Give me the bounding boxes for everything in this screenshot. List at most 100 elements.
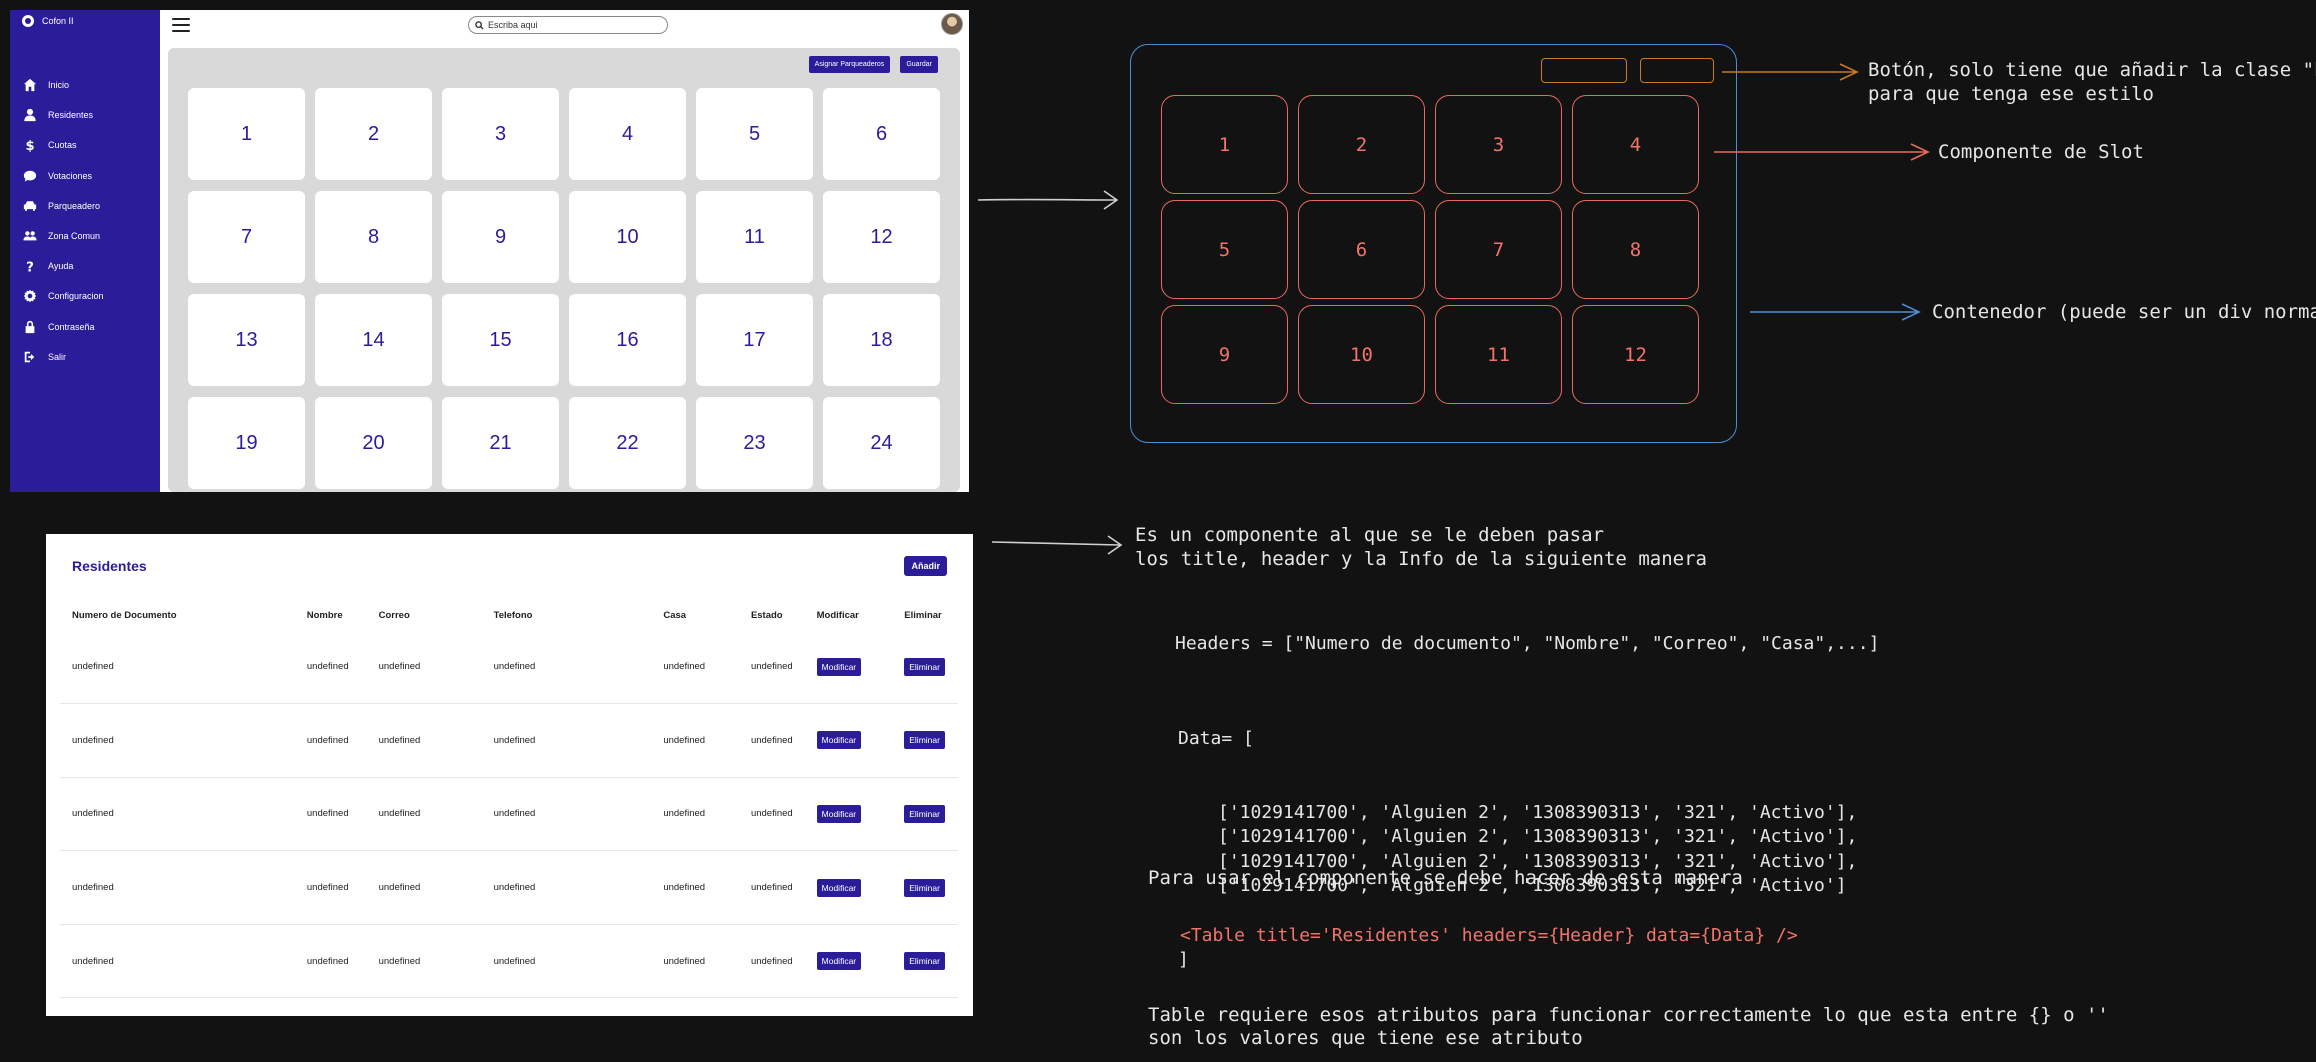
table-cell: undefined — [366, 703, 482, 778]
data-code: Data= [ ['1029141700', 'Alguien 2', '130… — [1178, 678, 1857, 997]
data-row-line: ['1029141700', 'Alguien 2', '1308390313'… — [1218, 875, 1847, 896]
parking-slot[interactable]: 2 — [315, 88, 432, 180]
parking-slot[interactable]: 11 — [696, 191, 813, 283]
sidebar-item-label: Inicio — [48, 80, 70, 91]
parking-slot[interactable]: 17 — [696, 294, 813, 386]
parking-slot[interactable]: 13 — [188, 294, 305, 386]
assign-parking-button[interactable]: Asignar Parqueaderos — [808, 56, 891, 73]
avatar[interactable] — [941, 13, 963, 35]
menu-icon[interactable] — [172, 18, 190, 32]
logout-icon — [22, 350, 38, 364]
data-row-line: ['1029141700', 'Alguien 2', '1308390313'… — [1218, 826, 1858, 847]
sidebar-item-zona-comun[interactable]: Zona Comun — [10, 221, 160, 251]
table-cell: undefined — [60, 630, 247, 705]
sidebar-item-ayuda[interactable]: ?Ayuda — [10, 251, 160, 281]
parking-slot[interactable]: 9 — [442, 191, 559, 283]
home-icon — [22, 78, 38, 92]
parking-slot[interactable]: 18 — [823, 294, 940, 386]
sidebar-item-label: Contraseña — [48, 321, 95, 332]
table-cell: undefined — [651, 630, 739, 705]
table-cell: undefined — [60, 703, 247, 778]
modify-button[interactable]: Modificar — [816, 731, 862, 750]
sketch-slot: 1 — [1161, 95, 1288, 194]
parking-slot[interactable]: 23 — [696, 397, 813, 489]
table-cell: undefined — [246, 777, 367, 852]
topbar — [160, 10, 969, 46]
parking-slot[interactable]: 14 — [315, 294, 432, 386]
parking-slot[interactable]: 1 — [188, 88, 305, 180]
question-icon: ? — [22, 259, 38, 273]
sidebar-item-inicio[interactable]: Inicio — [10, 70, 160, 100]
parking-slot[interactable]: 15 — [442, 294, 559, 386]
table-cell: undefined — [738, 777, 805, 852]
modify-button[interactable]: Modificar — [816, 878, 862, 897]
data-open: Data= [ — [1178, 728, 1254, 749]
modify-button[interactable]: Modificar — [816, 657, 862, 676]
sidebar-item-cuotas[interactable]: $Cuotas — [10, 130, 160, 160]
parking-slot[interactable]: 3 — [442, 88, 559, 180]
sketch-button-2 — [1640, 58, 1714, 83]
sidebar-item-parqueadero[interactable]: Parqueadero — [10, 191, 160, 221]
table-cell: undefined — [651, 850, 739, 925]
table-cell: undefined — [738, 630, 805, 705]
delete-cell: Eliminar — [892, 777, 958, 852]
footer-line1: Table requiere esos atributos para funci… — [1148, 1004, 2109, 1026]
delete-button[interactable]: Eliminar — [904, 952, 945, 971]
table-cell: undefined — [651, 703, 739, 778]
table-cell: undefined — [60, 924, 247, 999]
delete-button[interactable]: Eliminar — [904, 878, 945, 897]
table-cell: undefined — [246, 630, 367, 705]
sketch-slot: 9 — [1161, 305, 1288, 404]
arrow-button-note — [1722, 63, 1859, 81]
sidebar-item-salir[interactable]: Salir — [10, 342, 160, 372]
table-cell: undefined — [366, 630, 482, 705]
parking-slot[interactable]: 4 — [569, 88, 686, 180]
modify-cell: Modificar — [804, 777, 893, 852]
column-header: Numero de Documento — [72, 609, 177, 621]
parking-slot[interactable]: 24 — [823, 397, 940, 489]
arrow-to-notes — [991, 535, 1123, 555]
delete-button[interactable]: Eliminar — [904, 657, 945, 676]
delete-button[interactable]: Eliminar — [904, 731, 945, 750]
parking-slot[interactable]: 5 — [696, 88, 813, 180]
search-input[interactable] — [488, 20, 648, 30]
sidebar-item-label: Cuotas — [48, 140, 77, 151]
add-button[interactable]: Añadir — [904, 556, 947, 576]
parking-slot[interactable]: 19 — [188, 397, 305, 489]
sidebar-item-votaciones[interactable]: Votaciones — [10, 161, 160, 191]
save-button[interactable]: Guardar — [900, 56, 938, 73]
parking-slot[interactable]: 12 — [823, 191, 940, 283]
delete-button[interactable]: Eliminar — [904, 804, 945, 823]
sketch-slot: 4 — [1572, 95, 1699, 194]
parking-slot[interactable]: 16 — [569, 294, 686, 386]
modify-button[interactable]: Modificar — [816, 952, 862, 971]
parking-slot[interactable]: 21 — [442, 397, 559, 489]
sidebar-item-configuracion[interactable]: Configuracion — [10, 281, 160, 311]
parking-slot[interactable]: 10 — [569, 191, 686, 283]
data-row-line: ['1029141700', 'Alguien 2', '1308390313'… — [1218, 850, 1858, 872]
parking-slot[interactable]: 20 — [315, 397, 432, 489]
data-rows: ['1029141700', 'Alguien 2', '1308390313'… — [1178, 801, 1857, 899]
parking-slot[interactable]: 7 — [188, 191, 305, 283]
table-cell: undefined — [246, 924, 367, 999]
brand[interactable]: Cofon II — [10, 10, 160, 32]
sketch-slot: 6 — [1298, 200, 1425, 299]
sketch-slot: 12 — [1572, 305, 1699, 404]
sidebar-item-contraseña[interactable]: Contraseña — [10, 312, 160, 342]
parking-slot[interactable]: 8 — [315, 191, 432, 283]
search-box[interactable] — [468, 16, 668, 34]
parking-slot[interactable]: 6 — [823, 88, 940, 180]
table-cell: undefined — [481, 850, 652, 925]
sidebar-item-residentes[interactable]: Residentes — [10, 100, 160, 130]
sketch-slot: 3 — [1435, 95, 1562, 194]
table-cell: undefined — [738, 850, 805, 925]
parking-slot[interactable]: 22 — [569, 397, 686, 489]
data-close: ] — [1178, 948, 1189, 970]
modify-button[interactable]: Modificar — [816, 804, 862, 823]
